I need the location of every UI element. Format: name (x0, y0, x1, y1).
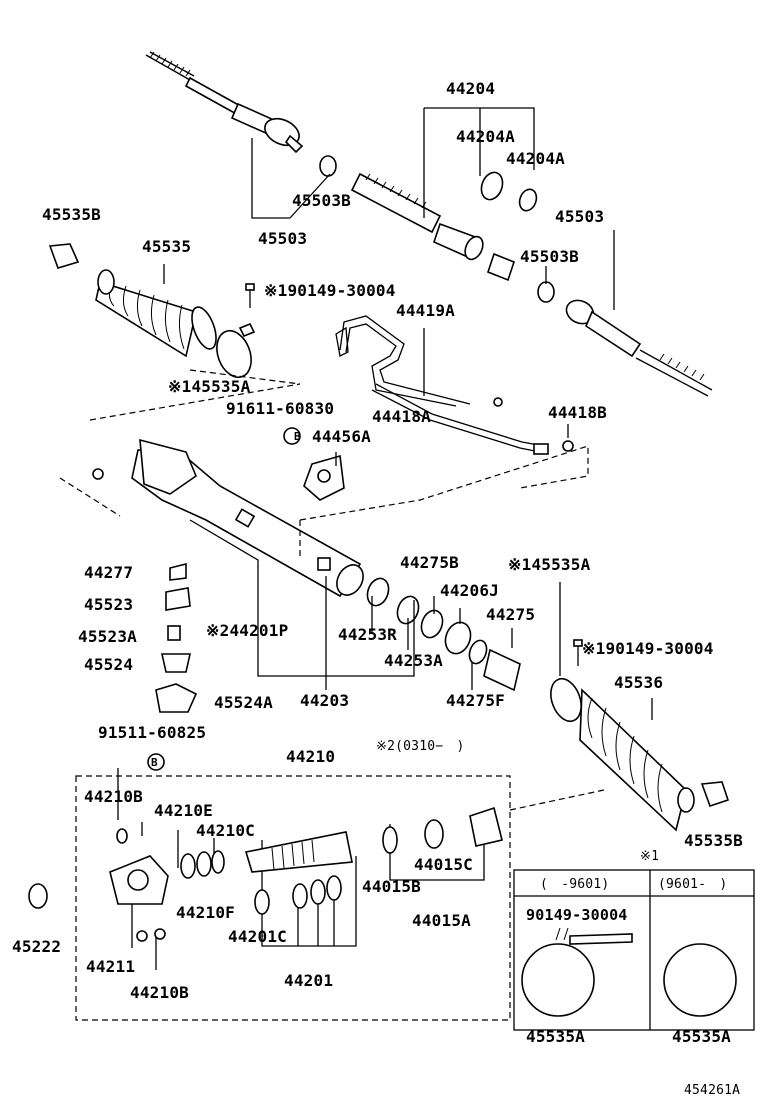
label-90149-top: ※190149-30004 (264, 281, 396, 300)
guide-lines-upper (59, 369, 589, 560)
plug-parts (155, 562, 198, 713)
leader-lines (117, 107, 653, 970)
rack-bar (350, 172, 515, 282)
label-44204A-2: 44204A (506, 149, 565, 168)
label-44015A: 44015A (412, 911, 471, 930)
label-45523: 45523 (84, 595, 134, 614)
label-44253A: 44253A (384, 651, 443, 670)
label-note-2: ※2(0310− ) (376, 739, 465, 754)
bolt-top (245, 283, 255, 308)
label-44201C: 44201C (228, 927, 287, 946)
valve-assembly-parts (28, 806, 503, 942)
fluid-pipes (335, 315, 574, 455)
inset-box (513, 869, 755, 1031)
figure-id: 454261A (684, 1083, 741, 1098)
label-44211: 44211 (86, 957, 136, 976)
label-91511: 91511-60825 (98, 723, 207, 742)
label-44275B: 44275B (400, 553, 459, 572)
label-44015C: 44015C (414, 855, 473, 874)
gear-housing (92, 438, 364, 598)
clamp-45535A-top (216, 322, 256, 379)
bushing-44204A (480, 171, 538, 212)
label-44275: 44275 (486, 605, 536, 624)
bolt-circles (147, 427, 301, 771)
label-45524: 45524 (84, 655, 134, 674)
label-45535B-top: 45535B (42, 205, 101, 224)
label-44210: 44210 (286, 747, 336, 766)
label-44456A: 44456A (312, 427, 371, 446)
label-44206J: 44206J (440, 581, 499, 600)
label-45503B-1: 45503B (292, 191, 351, 210)
label-44203: 44203 (300, 691, 350, 710)
label-44204: 44204 (446, 79, 496, 98)
seal-rings (366, 577, 521, 692)
boot-45536 (550, 677, 695, 832)
label-44253R: 44253R (338, 625, 397, 644)
inset-45535A-1: 45535A (526, 1027, 585, 1046)
label-45503: 45503 (258, 229, 308, 248)
bolt-b-letter-2: B (151, 756, 158, 769)
bolt-mid (573, 639, 583, 666)
label-45523A: 45523A (78, 627, 137, 646)
washer-45503B-top (319, 155, 337, 177)
boot-45535 (95, 269, 217, 358)
label-44210B-1: 44210B (84, 787, 143, 806)
label-45536: 45536 (614, 673, 664, 692)
inset-column-1: ( -9601) (540, 877, 610, 892)
inset-45535A-2: 45535A (672, 1027, 731, 1046)
tie-rod-left (145, 51, 304, 154)
inset-column-2: (9601- ) (658, 877, 728, 892)
clip-45535B-bottom (700, 781, 730, 808)
clip-45535B-top (48, 243, 80, 269)
label-45535B-bottom: 45535B (684, 831, 743, 850)
label-44210E: 44210E (154, 801, 213, 820)
label-45535: 45535 (142, 237, 192, 256)
label-44201P: ※244201P (206, 621, 289, 640)
label-44210F: 44210F (176, 903, 235, 922)
label-45222: 45222 (12, 937, 62, 956)
label-91611: 91611-60830 (226, 399, 335, 418)
label-90149-mid: ※190149-30004 (582, 639, 714, 658)
label-45503-right: 45503 (555, 207, 605, 226)
label-44201: 44201 (284, 971, 334, 990)
inset-mark: ※1 (640, 849, 660, 864)
inset-part-90149: 90149-30004 (526, 906, 628, 924)
label-44204A-1: 44204A (456, 127, 515, 146)
label-45524A: 45524A (214, 693, 273, 712)
label-44275F: 44275F (446, 691, 505, 710)
bracket-44456A (303, 454, 345, 501)
label-45503B-2: 45503B (520, 247, 579, 266)
assembly-box-44210 (75, 775, 605, 1021)
label-44419A: 44419A (396, 301, 455, 320)
label-44210C: 44210C (196, 821, 255, 840)
label-45535A-mid: ※145535A (508, 555, 591, 574)
tie-rod-right (537, 281, 713, 397)
label-44277: 44277 (84, 563, 134, 582)
label-45535A-top: ※145535A (168, 377, 251, 396)
label-44418A: 44418A (372, 407, 431, 426)
bolt-b-letter-1: B (294, 430, 301, 443)
label-44015B: 44015B (362, 877, 421, 896)
label-44210B-2: 44210B (130, 983, 189, 1002)
label-44418B: 44418B (548, 403, 607, 422)
